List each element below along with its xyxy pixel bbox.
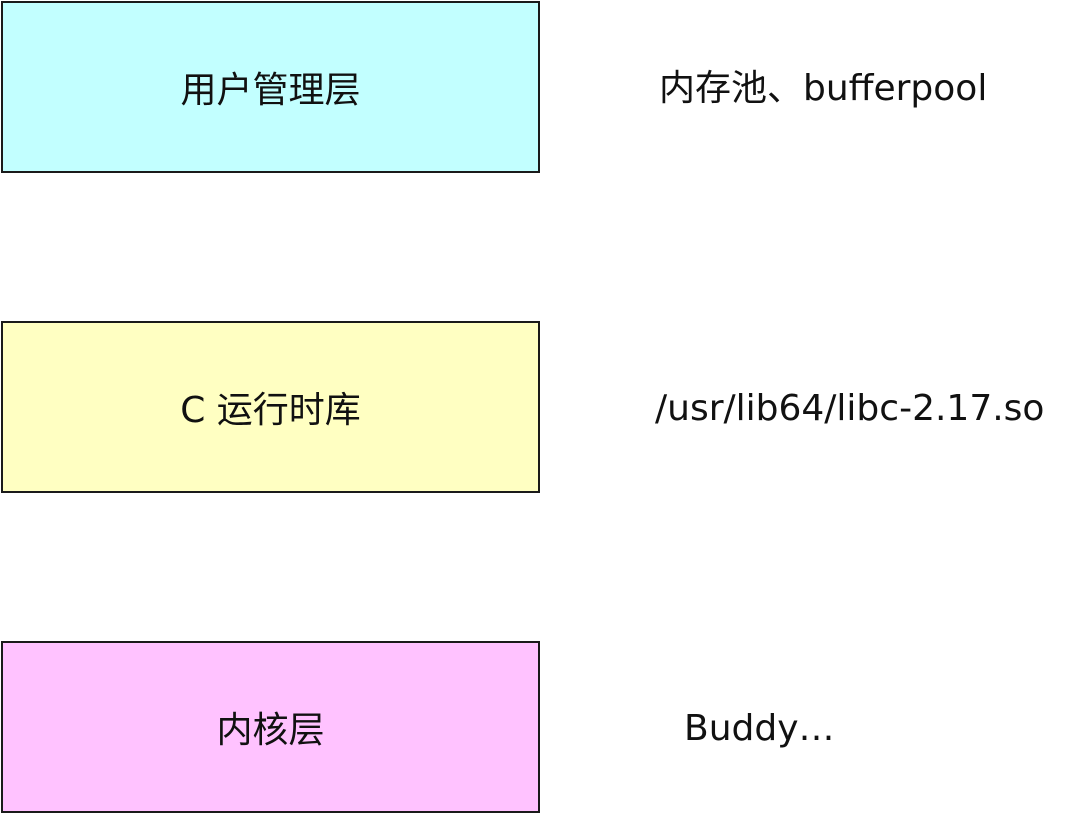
- kernel-layer-label: 内核层: [216, 710, 325, 751]
- user-management-layer-box: 用户管理层: [1, 1, 540, 173]
- c-runtime-layer-note: /usr/lib64/libc-2.17.so: [655, 388, 1045, 429]
- kernel-layer-note: Buddy…: [684, 708, 835, 749]
- user-management-layer-label: 用户管理层: [180, 70, 361, 111]
- kernel-layer-box: 内核层: [1, 641, 540, 813]
- user-management-layer-note: 内存池、bufferpool: [659, 68, 988, 109]
- c-runtime-layer-label: C 运行时库: [180, 390, 361, 431]
- c-runtime-layer-box: C 运行时库: [1, 321, 540, 493]
